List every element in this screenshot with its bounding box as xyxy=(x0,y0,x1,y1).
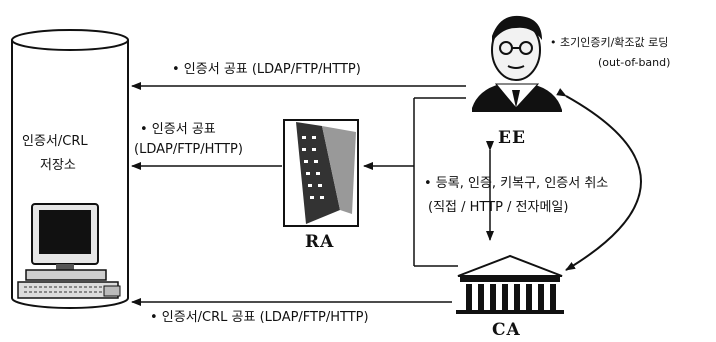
edge-label-ee-ca-line2: (직접 / HTTP / 전자메일) xyxy=(428,200,568,216)
columned-building-icon xyxy=(456,256,564,314)
edge-label-ra-to-repository-line2: (LDAP/FTP/HTTP) xyxy=(134,142,243,158)
desktop-computer-icon xyxy=(18,204,120,298)
edge-label-ra-to-repository-line1: • 인증서 공표 xyxy=(140,122,216,138)
repository-label-line1: 인증서/CRL xyxy=(22,134,88,150)
person-portrait-icon xyxy=(472,16,562,112)
repository-label-line2: 저장소 xyxy=(40,158,76,174)
office-building-icon xyxy=(284,120,358,226)
edge-label-ee-to-repository: • 인증서 공표 (LDAP/FTP/HTTP) xyxy=(172,62,361,78)
edge-label-ee-ca-line1: • 등록, 인증, 키복구, 인증서 취소 xyxy=(424,176,608,192)
ca-label: CA xyxy=(492,320,521,340)
ra-label: RA xyxy=(305,232,334,252)
edge-label-ee-init-line2: (out-of-band) xyxy=(598,56,670,70)
edge-label-ee-init-line1: • 초기인증키/확조값 로딩 xyxy=(550,36,668,50)
ee-label: EE xyxy=(498,128,526,148)
edge-label-ca-to-repository: • 인증서/CRL 공표 (LDAP/FTP/HTTP) xyxy=(150,310,369,326)
